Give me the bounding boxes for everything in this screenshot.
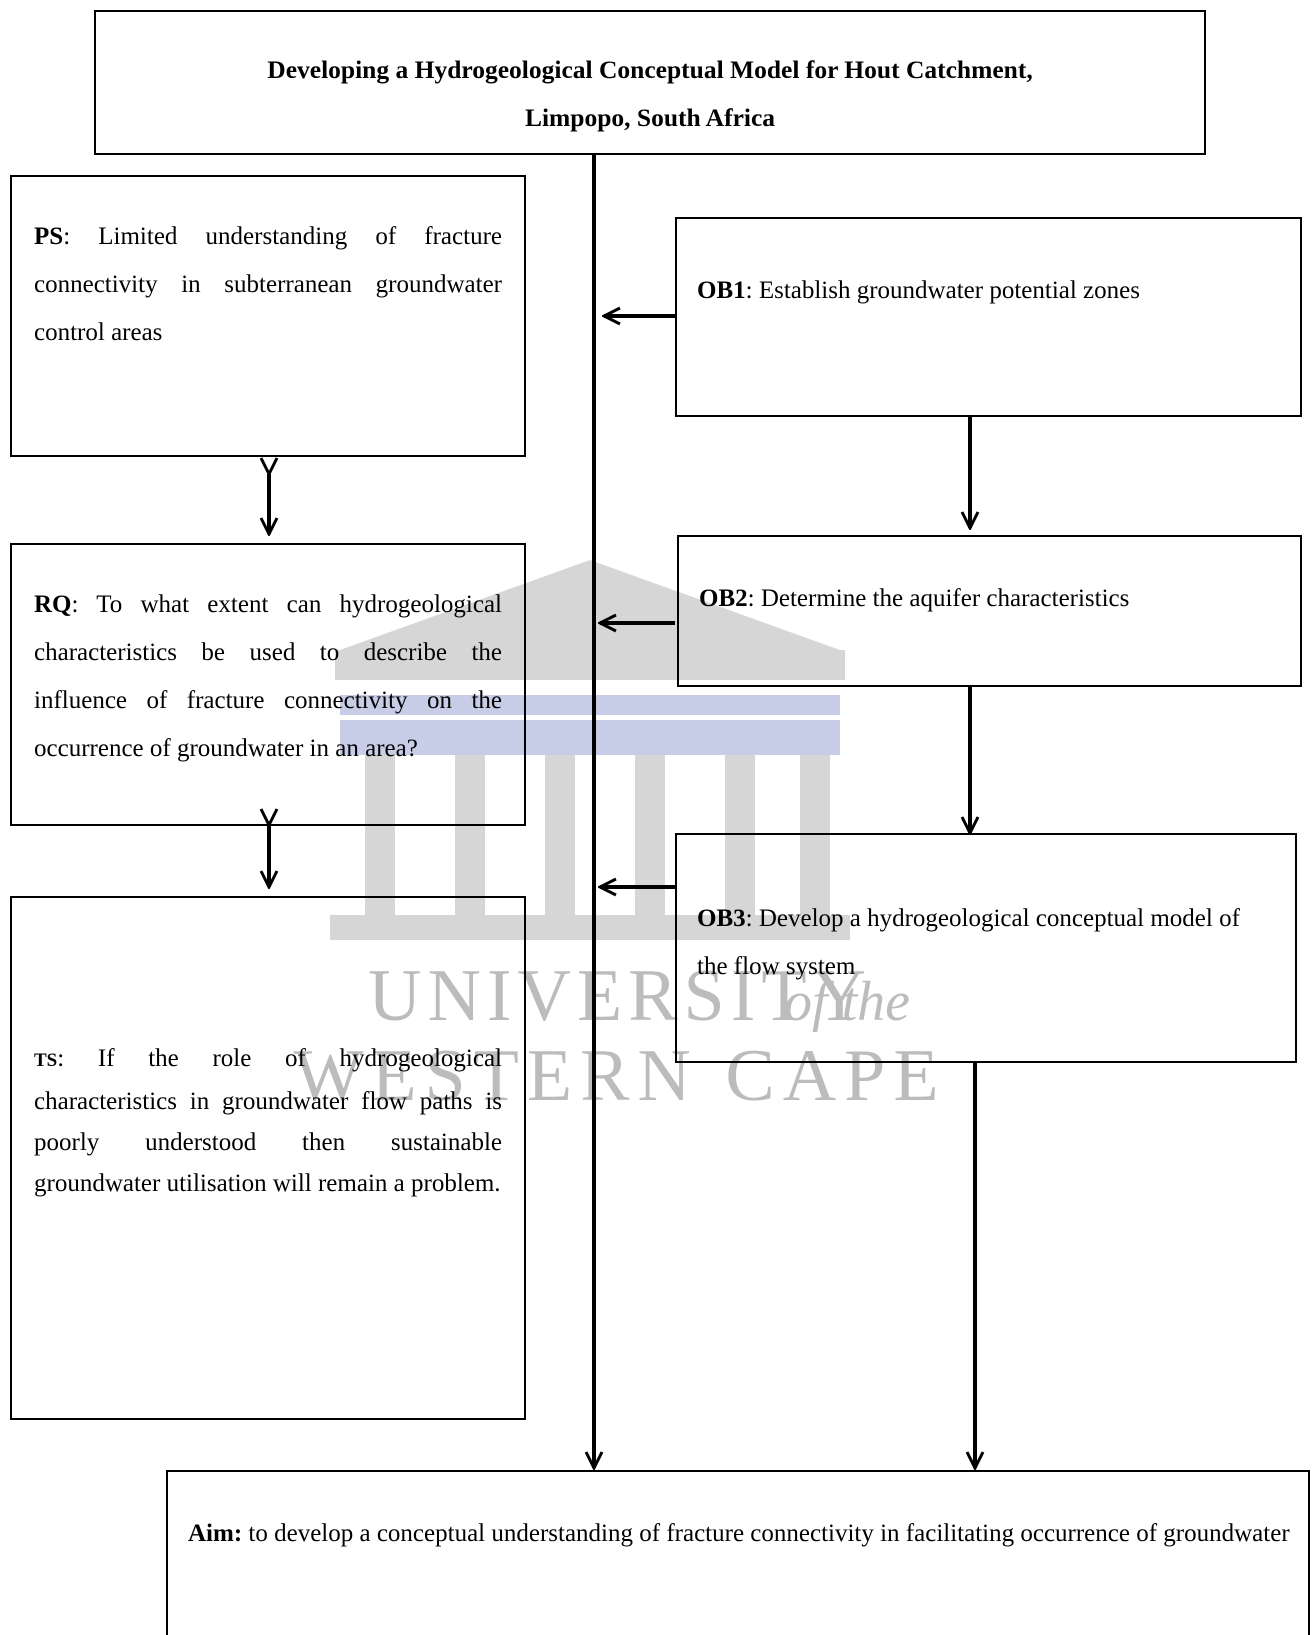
ts-label: TS — [34, 1050, 58, 1071]
rq-body: : To what extent can hydrogeological cha… — [34, 591, 502, 762]
ob2-label: OB2 — [699, 585, 748, 612]
aim-box: Aim: to develop a conceptual understandi… — [166, 1470, 1310, 1635]
problem-statement-text: PS: Limited understanding of fracture co… — [34, 213, 502, 357]
thesis-statement-text: TS: If the role of hydrogeological chara… — [34, 1038, 502, 1204]
ob2-body: : Determine the aquifer characteristics — [747, 585, 1130, 612]
ob3-label: OB3 — [697, 905, 746, 932]
objective-1-box: OB1: Establish groundwater potential zon… — [675, 217, 1302, 417]
ob1-body: : Establish groundwater potential zones — [745, 277, 1140, 304]
problem-statement-box: PS: Limited understanding of fracture co… — [10, 175, 526, 457]
title-box: Developing a Hydrogeological Conceptual … — [94, 10, 1206, 155]
objective-2-text: OB2: Determine the aquifer characteristi… — [699, 575, 1280, 623]
ts-body: : If the role of hydrogeological charact… — [34, 1045, 502, 1197]
research-question-text: RQ: To what extent can hydrogeological c… — [34, 581, 502, 773]
aim-label: Aim: — [188, 1520, 243, 1547]
objective-3-box: OB3: Develop a hydrogeological conceptua… — [675, 833, 1297, 1063]
objective-2-box: OB2: Determine the aquifer characteristi… — [677, 535, 1302, 687]
rq-label: RQ — [34, 591, 72, 618]
objective-1-text: OB1: Establish groundwater potential zon… — [697, 267, 1280, 315]
ps-label: PS — [34, 223, 64, 250]
thesis-statement-box: TS: If the role of hydrogeological chara… — [10, 896, 526, 1420]
research-question-box: RQ: To what extent can hydrogeological c… — [10, 543, 526, 826]
aim-body: to develop a conceptual understanding of… — [242, 1520, 1290, 1547]
objective-3-text: OB3: Develop a hydrogeological conceptua… — [697, 895, 1275, 991]
ob1-label: OB1 — [697, 277, 746, 304]
ps-body: : Limited understanding of fracture conn… — [34, 223, 502, 346]
title-line-2: Limpopo, South Africa — [524, 103, 776, 132]
ob3-body: : Develop a hydrogeological conceptual m… — [697, 905, 1240, 980]
aim-text: Aim: to develop a conceptual understandi… — [188, 1510, 1290, 1558]
title-line-1: Developing a Hydrogeological Conceptual … — [267, 55, 1033, 84]
